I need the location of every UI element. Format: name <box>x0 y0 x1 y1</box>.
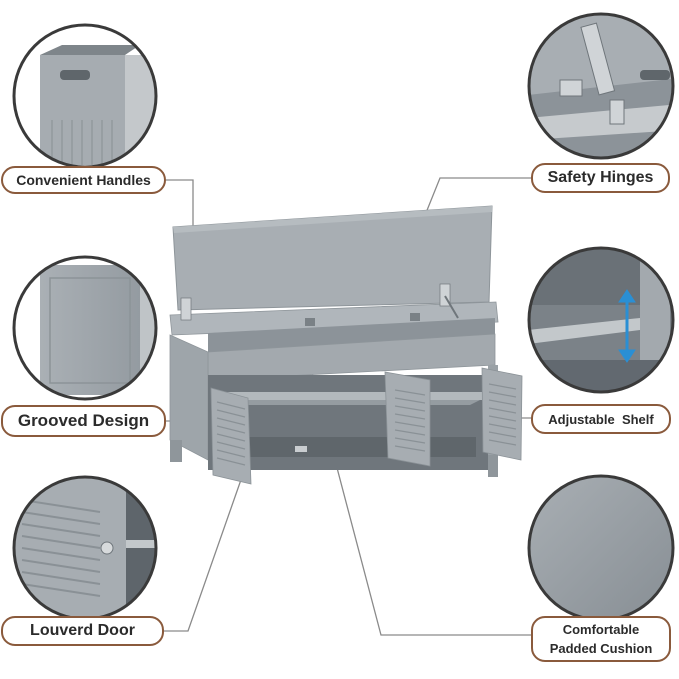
callout-grooved <box>12 255 158 401</box>
label-adjustable-shelf: Adjustable Shelf <box>531 404 671 434</box>
storage-bench <box>169 205 523 485</box>
callout-hinges <box>527 12 675 160</box>
bench-door-right <box>481 367 523 461</box>
lid-hinge-left <box>180 297 192 321</box>
label-text: Grooved Design <box>17 411 150 430</box>
callout-door <box>12 475 158 621</box>
label-text-line1: Comfortable <box>562 622 640 637</box>
callout-shelf <box>527 246 675 394</box>
label-text: Safety Hinges <box>547 169 654 186</box>
label-text: Adjustable Shelf <box>548 411 654 427</box>
label-convenient-handles: Convenient Handles <box>1 166 166 194</box>
label-padded-cushion: Comfortable Padded Cushion <box>531 616 671 662</box>
label-safety-hinges: Safety Hinges <box>531 163 670 193</box>
door-knob-icon <box>100 541 114 555</box>
label-grooved-design: Grooved Design <box>1 405 166 437</box>
connector-door <box>164 473 244 632</box>
lid-hinge-right <box>439 283 451 307</box>
label-text: Louverd Door <box>30 622 135 639</box>
label-text: Convenient Handles <box>16 172 151 188</box>
callout-handles <box>12 23 158 169</box>
bench-door-left <box>210 387 252 485</box>
adjust-arrow-icon <box>618 289 636 363</box>
callout-cushion <box>527 474 675 622</box>
label-louvered-door: Louverd Door <box>1 616 164 646</box>
label-text-line2: Padded Cushion <box>549 641 653 656</box>
